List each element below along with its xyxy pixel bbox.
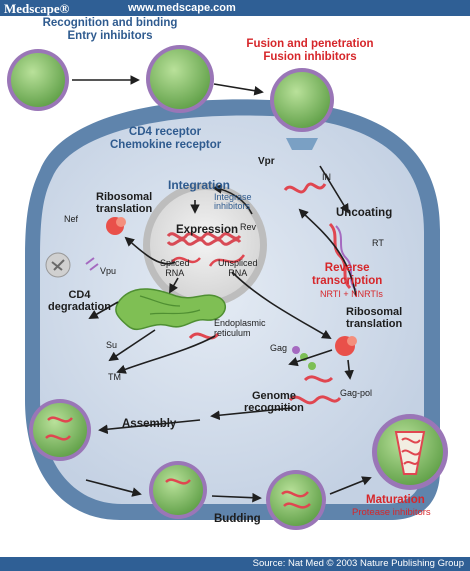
- viral-nucleic-acids: [188, 138, 357, 405]
- ribosomal-text-1: Ribosomal: [96, 191, 153, 203]
- integrase-text: Integrase: [214, 192, 252, 202]
- expression-label: Expression: [176, 224, 238, 236]
- er-label: Endoplasmic reticulum: [214, 318, 266, 338]
- entering-virion-1: [7, 49, 69, 111]
- lifecycle-arrows: [72, 75, 372, 503]
- gag-pol-label: Gag-pol: [340, 388, 373, 398]
- vpu-label: Vpu: [100, 266, 117, 276]
- genome-recognition-label: Genome recognition: [244, 390, 304, 415]
- transcription-text: transcription: [312, 274, 383, 287]
- host-cell: [25, 99, 440, 521]
- reverse-transcription-label: Reverse transcription: [312, 262, 382, 288]
- header-bar: Medscape® www.medscape.com: [0, 0, 470, 16]
- chemokine-receptor-text: Chemokine receptor: [110, 138, 222, 151]
- unspliced-text: Unspliced: [218, 258, 258, 268]
- unspliced-rna-label: Unspliced RNA: [218, 258, 258, 278]
- receptor-labels: CD4 receptor Chemokine receptor: [110, 126, 222, 152]
- integrase-inhibitors-label: Integrase inhibitors: [214, 193, 252, 211]
- recognition-binding-label: Recognition and binding Entry inhibitors: [32, 17, 188, 43]
- translation-text-1: translation: [96, 203, 153, 216]
- vpr-label: Vpr: [258, 156, 275, 167]
- genome-text: Genome: [251, 390, 296, 402]
- in-label: IN: [322, 172, 331, 182]
- su-label: Su: [106, 340, 118, 350]
- maturation-label: Maturation: [366, 494, 425, 506]
- recognition-text: Recognition and binding: [42, 17, 178, 29]
- medscape-logo[interactable]: Medscape®: [4, 1, 70, 16]
- cd4-degradation-label: CD4 degradation: [48, 289, 111, 314]
- assembly-label: Assembly: [122, 418, 177, 430]
- entry-inhibitors-text: Entry inhibitors: [67, 29, 153, 42]
- integration-label: Integration: [168, 178, 230, 192]
- fusion-text: Fusion and penetration: [246, 38, 374, 50]
- spliced-text: Spliced: [160, 258, 190, 268]
- budding-virion-1: [149, 461, 207, 519]
- spliced-rna-label: Spliced RNA: [160, 258, 190, 278]
- assembling-virion: [29, 399, 91, 461]
- site-url[interactable]: www.medscape.com: [128, 2, 236, 14]
- budding-virion-2: [266, 470, 326, 530]
- reverse-text: Reverse: [324, 262, 370, 274]
- cd4-degradation-vesicle: [45, 252, 99, 278]
- rev-label: Rev: [240, 222, 257, 232]
- protease-inhibitors-label: Protease inhibitors: [352, 507, 431, 518]
- nrti-label: NRTI + NNRTIs: [320, 289, 383, 299]
- tm-label: TM: [108, 372, 121, 382]
- cd4-receptor-text: CD4 receptor: [128, 126, 202, 138]
- fusion-label: Fusion and penetration Fusion inhibitors: [235, 38, 385, 64]
- translation-text-2: translation: [346, 318, 403, 331]
- mature-virion: [372, 414, 448, 490]
- cd4-text: CD4: [68, 289, 91, 301]
- footer-bar: Source: Nat Med © 2003 Nature Publishing…: [0, 557, 470, 571]
- endoplasmic-reticulum-shape: [115, 288, 226, 331]
- inhibitors-text: inhibitors: [214, 201, 251, 211]
- ribosomes: [106, 217, 357, 370]
- reticulum-text: reticulum: [214, 328, 251, 339]
- endoplasmic-text: Endoplasmic: [214, 318, 266, 328]
- uncoating-label: Uncoating: [336, 207, 393, 219]
- ribosomal-text-2: Ribosomal: [346, 306, 403, 318]
- spliced-rna-text: RNA: [165, 268, 185, 279]
- fusion-inhibitors-text: Fusion inhibitors: [263, 50, 357, 63]
- ribosomal-translation-1-label: Ribosomal translation: [96, 191, 152, 216]
- unspliced-rna-text: RNA: [228, 268, 248, 279]
- fusing-virion: [270, 68, 334, 132]
- source-credit: Source: Nat Med © 2003 Nature Publishing…: [252, 558, 464, 569]
- degradation-text: degradation: [48, 301, 111, 314]
- ribosomal-translation-2-label: Ribosomal translation: [346, 306, 402, 331]
- gag-label: Gag: [270, 343, 288, 353]
- nef-label: Nef: [64, 214, 79, 224]
- entering-virion-2: [146, 45, 214, 113]
- rt-label: RT: [372, 238, 384, 248]
- budding-label: Budding: [214, 513, 261, 525]
- recognition-text-2: recognition: [244, 402, 304, 415]
